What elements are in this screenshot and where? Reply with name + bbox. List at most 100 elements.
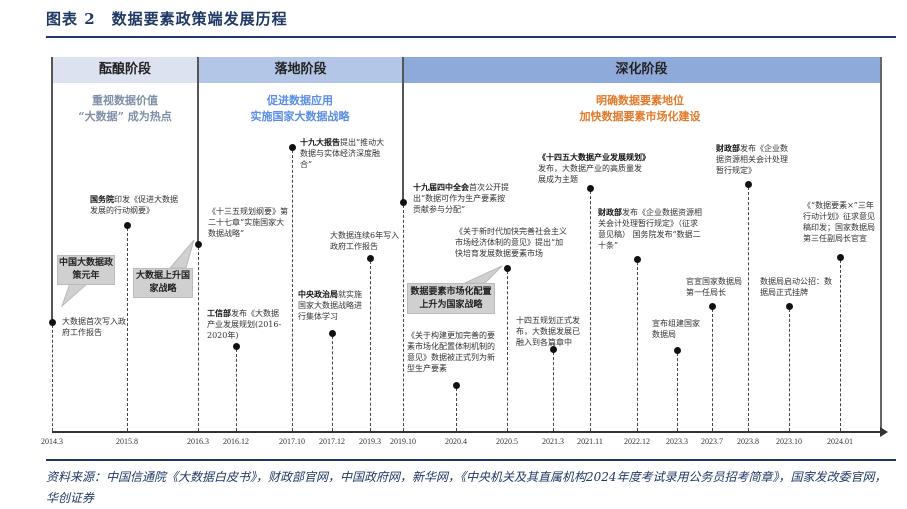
event-description: 就实施国家大数据战略进行集体学习 [298,290,362,321]
event-text: 中央政治局就实施国家大数据战略进行集体学习 [298,289,362,322]
timeline-axis [52,431,882,433]
event-connector [127,228,128,431]
source-divider [46,459,896,461]
event-dot [195,241,202,248]
event-dot [124,222,131,229]
phase-subtitle: 促进数据应用实施国家大数据战略 [190,93,410,125]
event-dot [329,330,336,337]
event-dot [504,265,511,272]
event-description: 《关于新时代加快完善社会主义市场经济体制的意见》提出“加快培育发展数据要素市场 [455,227,567,258]
event-connector [456,388,457,431]
event-text: 《十四五大数据产业发展规划》发布，大数据产业的高质量发展成为主题 [538,152,650,185]
event-connector [292,150,293,431]
phase-subtitle: 明确数据要素地位加快数据要素市场化建设 [530,93,750,125]
event-connector [677,353,678,431]
event-text: 财政部发布《企业数据资源相关会计处理暂行规定》（征求意见稿） 国务院发布“数据二… [598,207,702,251]
event-dot [289,144,296,151]
source-note: 资料来源：中国信通院《大数据白皮书》，财政部官网，中国政府网，新华网，《中央机关… [46,470,887,505]
event-description: 发布《企业数据资源相关会计处理暂行规定》（征求意见稿） 国务院发布“数据二十条” [598,208,702,250]
date-label: 2023.7 [701,437,723,446]
date-label: 2017.10 [279,437,305,446]
event-text: 《关于新时代加快完善社会主义市场经济体制的意见》提出“加快培育发展数据要素市场 [455,226,571,259]
figure-title: 图表 2 数据要素政策端发展历程 [46,10,288,28]
event-lead: 财政部 [598,207,622,217]
date-label: 2023.3 [666,437,688,446]
event-description: 数据局启动公招：数据局正式挂牌 [760,277,832,297]
event-description: 宣布组建国家数据局 [652,319,700,339]
event-dot [49,319,56,326]
phase-subtitle-line2: “大数据” 成为热点 [78,110,172,123]
event-dot [550,346,557,353]
date-label: 2023.10 [776,437,802,446]
phase-separator [51,57,53,325]
event-description: 《“数据要素×”三年行动计划》征求意见稿印发；国家数据局第三任副局长官宣 [803,201,875,243]
date-label: 2015.8 [116,437,138,446]
event-description: 发布《企业数据资源相关会计处理暂行规定》 [716,144,788,175]
event-description: 大数据首次写入政府工作报告 [62,317,126,337]
event-text: 大数据首次写入政府工作报告 [62,316,132,338]
event-connector [52,325,53,431]
event-text: 数据局启动公招：数据局正式挂牌 [760,276,836,298]
event-connector [370,261,371,431]
phase-header: 深化阶段 [403,57,880,83]
title-divider [46,36,896,38]
event-dot [674,347,681,354]
event-lead: 《十四五大数据产业发展规划》 [538,152,650,162]
event-text: 十四五规划正式发布，大数据发展已融入到各篇章中 [516,315,586,348]
callout-text: 大数据上升国家战略 [135,271,190,294]
date-label: 2017.12 [319,437,345,446]
phase-header: 酝酿阶段 [52,57,198,83]
event-connector [332,336,333,431]
event-lead: 国务院 [90,194,114,204]
event-connector [712,309,713,431]
event-connector [590,191,591,431]
event-connector [748,187,749,431]
date-label: 2020.5 [496,437,518,446]
callout-text: 中国大数据政策元年 [58,258,113,281]
event-dot [453,382,460,389]
callout-tail [60,282,90,308]
date-label: 2014.3 [41,437,63,446]
phase-subtitle-line2: 实施国家大数据战略 [250,110,350,123]
event-connector [553,352,554,431]
event-description: 《十三五规划纲要》第二十七章“实施国家大数据战略” [208,207,288,238]
callout-box: 中国大数据政策元年 [57,255,115,285]
event-connector [403,205,404,431]
event-description: 发布，大数据产业的高质量发展成为主题 [538,164,642,184]
event-dot [709,303,716,310]
callout-tail [168,239,195,269]
event-description: 印发《促进大数据发展的行动纲要》 [90,195,178,215]
event-description: 发布《大数据产业发展规划(2016- 2020年) [207,309,282,340]
date-label: 2022.12 [624,437,650,446]
event-dot [400,199,407,206]
event-connector [198,247,199,431]
phase-subtitle: 重视数据价值 “大数据” 成为热点 [15,93,235,125]
timeline-frame [52,57,882,432]
event-connector [507,271,508,431]
date-label: 2016.12 [223,437,249,446]
phase-separator [197,57,199,247]
event-dot [233,343,240,350]
event-dot [367,255,374,262]
date-label: 2024.01 [827,437,853,446]
event-dot [837,254,844,261]
phase-header: 落地阶段 [198,57,403,83]
date-label: 2020.4 [445,437,467,446]
phase-subtitle-line1: 重视数据价值 [92,94,158,107]
event-text: 国务院印发《促进大数据发展的行动纲要》 [90,194,182,216]
event-dot [587,185,594,192]
event-text: 十九大报告提出“推动大数据与实体经济深度融合” [300,137,386,170]
event-text: 《关于构建更加完善的要素市场化配置体制机制的意见》数据被正式列为新型生产要素 [407,330,499,374]
event-connector [236,349,237,431]
callout-box: 数据要素市场化配置上升为国家战略 [407,283,495,314]
event-lead: 财政部 [716,143,740,153]
date-label: 2021.11 [577,437,603,446]
phase-subtitle-line1: 促进数据应用 [267,94,333,107]
axis-arrow-icon [880,427,888,437]
date-label: 2019.3 [359,437,381,446]
callout-text: 数据要素市场化配置上升为国家战略 [410,286,492,310]
callout-box: 大数据上升国家战略 [133,268,193,298]
event-text: 大数据连续6年写入政府工作报告 [330,230,402,252]
event-description: 提出“推动大数据与实体经济深度融合” [300,138,385,169]
event-connector [789,309,790,431]
